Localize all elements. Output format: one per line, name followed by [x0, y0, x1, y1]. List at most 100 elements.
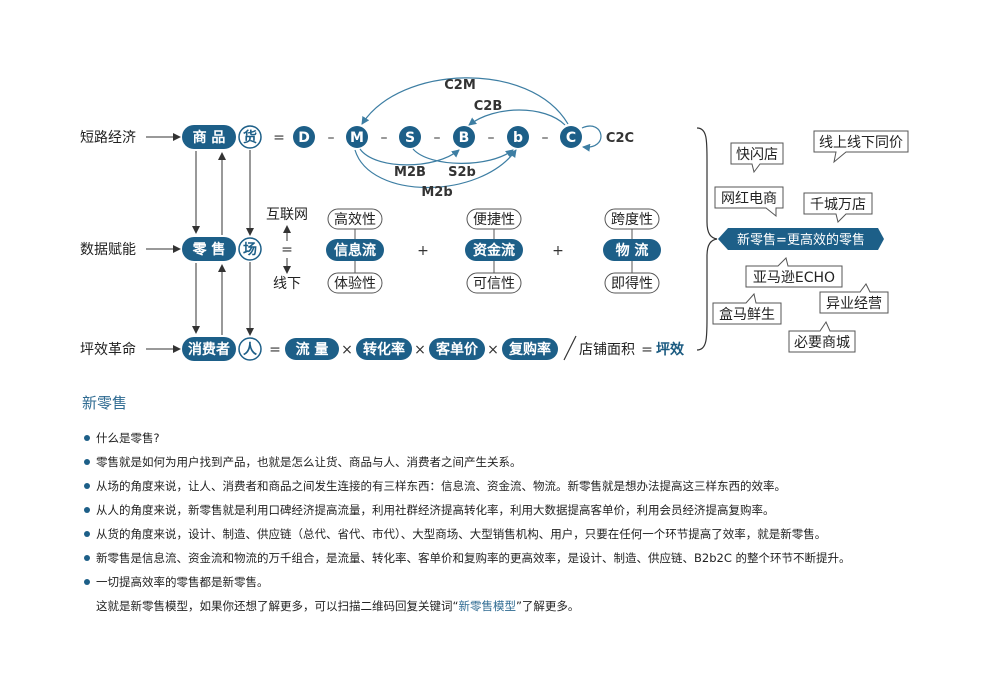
bubble-popup-store-text: 快闪店: [736, 147, 778, 163]
edge-s2b-label: S2b: [448, 165, 476, 180]
node-consumer-pill: [182, 337, 236, 361]
chain-node-s-label: S: [405, 130, 415, 146]
formula-equals: =: [269, 342, 281, 358]
bubble-thousand-cities-text: 千城万店: [810, 197, 866, 213]
tag-huo-circle: [238, 125, 262, 149]
chain-dash-5: –: [542, 130, 549, 146]
curly-brace: [696, 127, 718, 351]
formula-conversion-pill: [356, 338, 412, 360]
bullet-item: 新零售是信息流、资金流和物流的万千组合，是流量、转化率、客单价和复购率的更高效率…: [82, 546, 962, 570]
footer-post: ”了解更多。: [515, 599, 580, 613]
bubble-biyao-text: 必要商城: [794, 335, 850, 351]
chain-dash-3: –: [434, 130, 441, 146]
chain-equals: =: [273, 130, 285, 146]
tag-chang-text: 场: [243, 242, 257, 258]
bullet-item: 零售就是如何为用户找到产品，也就是怎么让货、商品与人、消费者之间产生关系。: [82, 450, 962, 474]
chain-node-d-label: D: [298, 130, 310, 146]
formula-result: 坪效: [656, 341, 685, 358]
bubble-biyao: [788, 320, 856, 353]
bubble-influencer-ecommerce-text: 网红电商: [721, 191, 777, 207]
plus-1: +: [417, 243, 429, 259]
formula-times-1: ×: [341, 342, 353, 358]
bullet-list: 什么是零售? 零售就是如何为用户找到产品，也就是怎么让货、商品与人、消费者之间产…: [82, 426, 962, 594]
chain-node-c-label: C: [566, 130, 576, 146]
chain-node-c: [560, 126, 582, 148]
flow-capital-bottom-box: [466, 272, 522, 294]
formula-traffic: 流 量: [296, 341, 329, 358]
flow-capital-pill: [465, 239, 523, 261]
flow-info-top: 高效性: [334, 211, 376, 228]
mid-equals: =: [281, 242, 293, 258]
formula-store-area: 店铺面积: [579, 342, 635, 358]
formula-conversion: 转化率: [363, 341, 405, 358]
bubble-thousand-cities: [803, 192, 873, 223]
chain-dash-1: –: [328, 130, 335, 146]
tag-huo-text: 货: [242, 129, 257, 146]
edge-m2b-2: [354, 149, 517, 188]
formula-times-2: ×: [414, 342, 426, 358]
bubble-same-price-text: 线上线下同价: [819, 135, 903, 151]
plus-2: +: [552, 243, 564, 259]
flow-info-pill: [326, 239, 384, 261]
formula-aov: 客单价: [435, 341, 479, 358]
node-retail-pill: [182, 237, 236, 261]
formula-aov-pill: [429, 338, 485, 360]
tag-chang-circle: [238, 237, 262, 261]
edge-m2b: [359, 148, 460, 166]
edge-m2b-label: M2B: [394, 165, 426, 180]
node-retail-text: 零 售: [192, 241, 226, 258]
mid-offline: 线下: [273, 276, 301, 292]
edge-s2b: [412, 148, 514, 164]
bullet-item: 从人的角度来说，新零售就是利用口碑经济提高流量，利用社群经济提高转化率，利用大数…: [82, 498, 962, 522]
chain-node-m-label: M: [350, 130, 364, 146]
edge-c2c-label: C2C: [606, 131, 634, 146]
new-retail-diagram: 短路经济 数据赋能 坪效革命 商 品 货 零 售 场 消费者 人 = D – M…: [80, 77, 909, 361]
node-goods-pill: [182, 125, 236, 149]
flow-info-bottom-box: [327, 272, 383, 294]
chain-node-d: [293, 126, 315, 148]
chain-dash-4: –: [488, 130, 495, 146]
row-label-efficiency-revolution: 坪效革命: [80, 341, 136, 358]
formula-equals-2: =: [641, 342, 653, 358]
formula-traffic-pill: [285, 338, 339, 360]
bullet-item: 从场的角度来说，让人、消费者和商品之间发生连接的有三样东西：信息流、资金流、物流…: [82, 474, 962, 498]
formula-repurchase-pill: [502, 338, 558, 360]
flow-capital-bottom: 可信性: [473, 276, 515, 292]
flow-capital-top: 便捷性: [473, 212, 515, 228]
edge-c2m: [361, 77, 569, 125]
flow-capital-main: 资金流: [473, 242, 515, 259]
bubble-crossover-text: 异业经营: [826, 296, 882, 312]
bubble-crossover: [819, 283, 889, 314]
flow-logistics-top: 跨度性: [611, 212, 653, 228]
mid-internet: 互联网: [266, 207, 308, 223]
chain-node-b-upper-label: B: [459, 130, 470, 146]
bubble-hema-text: 盒马鲜生: [719, 306, 775, 323]
edge-c2m-label: C2M: [444, 78, 476, 93]
node-consumer-text: 消费者: [188, 341, 230, 358]
bubble-hema: [712, 292, 782, 325]
bullet-item: 从货的角度来说，设计、制造、供应链（总代、省代、市代）、大型商场、大型销售机构、…: [82, 522, 962, 546]
edge-c2b: [468, 109, 566, 126]
new-retail-banner-text: 新零售=更高效的零售: [737, 232, 865, 248]
flow-logistics-bottom: 即得性: [611, 275, 653, 292]
edge-c2b-label: C2B: [474, 99, 503, 114]
chain-node-m: [346, 126, 368, 148]
bubble-popup-store: [730, 142, 784, 174]
footer-keyword: 新零售模型: [458, 599, 516, 613]
footer-note: 这就是新零售模型，如果你还想了解更多，可以扫描二维码回复关键词“新零售模型”了解…: [96, 598, 579, 614]
formula-slash-line: [563, 335, 577, 361]
chain-node-b-upper: [453, 126, 475, 148]
bubble-amazon-echo: [745, 257, 843, 288]
bubble-influencer-ecommerce: [714, 186, 784, 218]
chain-dash-2: –: [381, 130, 388, 146]
flow-info-main: 信息流: [334, 242, 376, 259]
flow-logistics-main: 物 流: [616, 242, 649, 259]
formula-repurchase: 复购率: [508, 341, 551, 358]
chain-node-b-lower: [507, 126, 529, 148]
bullet-item: 一切提高效率的零售都是新零售。: [82, 570, 962, 594]
flow-info-bottom: 体验性: [334, 276, 376, 292]
flow-logistics-bottom-box: [604, 272, 660, 294]
row-label-short-economy: 短路经济: [80, 130, 136, 146]
bullet-item: 什么是零售?: [82, 426, 962, 450]
tag-ren-text: 人: [243, 341, 258, 358]
